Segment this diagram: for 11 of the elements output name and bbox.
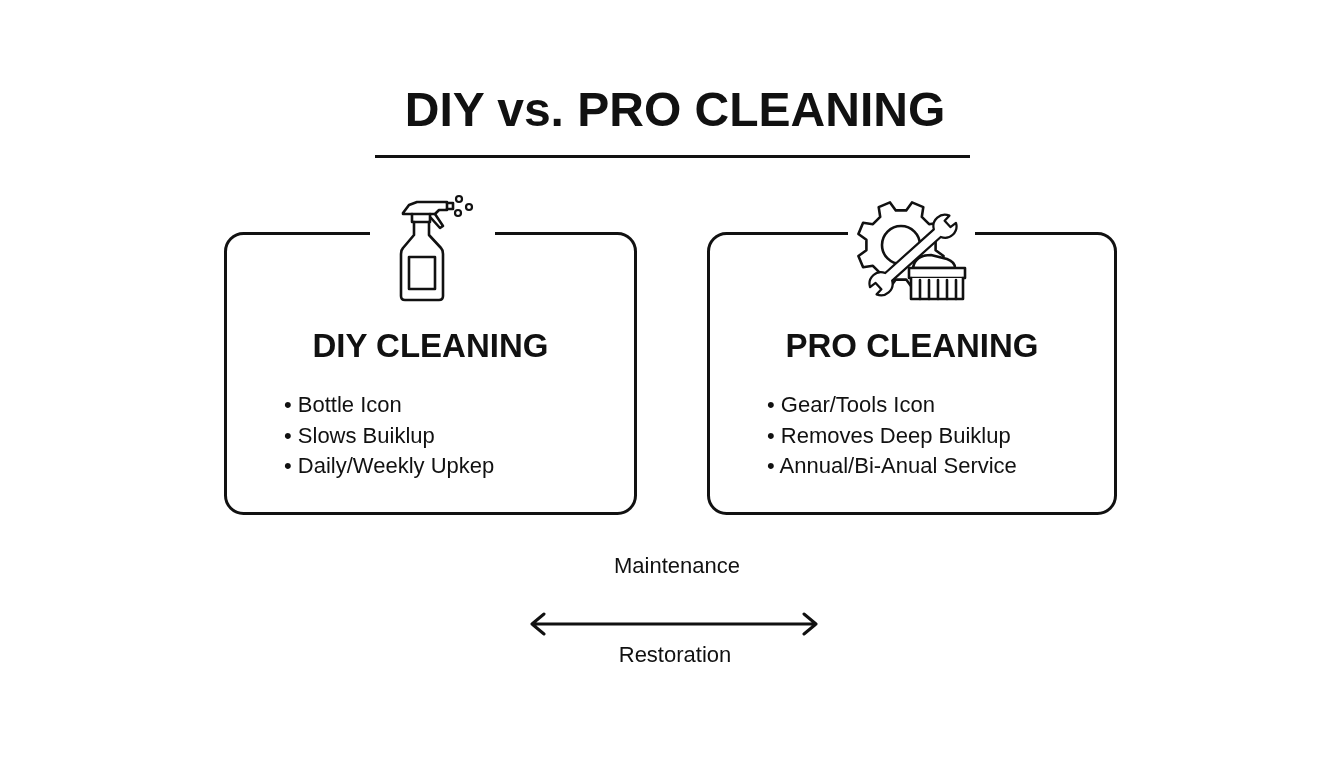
- bullet-item: • Removes Deep Buiklup: [767, 421, 1011, 450]
- bullet-item: • Annual/Bi-Anual Service: [767, 452, 1017, 480]
- scale-label: Maintenance: [614, 553, 740, 580]
- page-title: DIY vs. PRO CLEANING: [404, 82, 946, 138]
- bullet-item: • Slows Buiklup: [284, 421, 435, 450]
- scale-label: Restoration: [618, 642, 732, 669]
- card-heading: PRO CLEANING: [785, 327, 1039, 365]
- bullet-item: • Gear/Tools Icon: [767, 391, 935, 419]
- card-heading: DIY CLEANING: [312, 327, 549, 365]
- bullet-item: • Bottle Icon: [284, 391, 402, 419]
- bullet-item: • Daily/Weekly Upkep: [284, 452, 495, 480]
